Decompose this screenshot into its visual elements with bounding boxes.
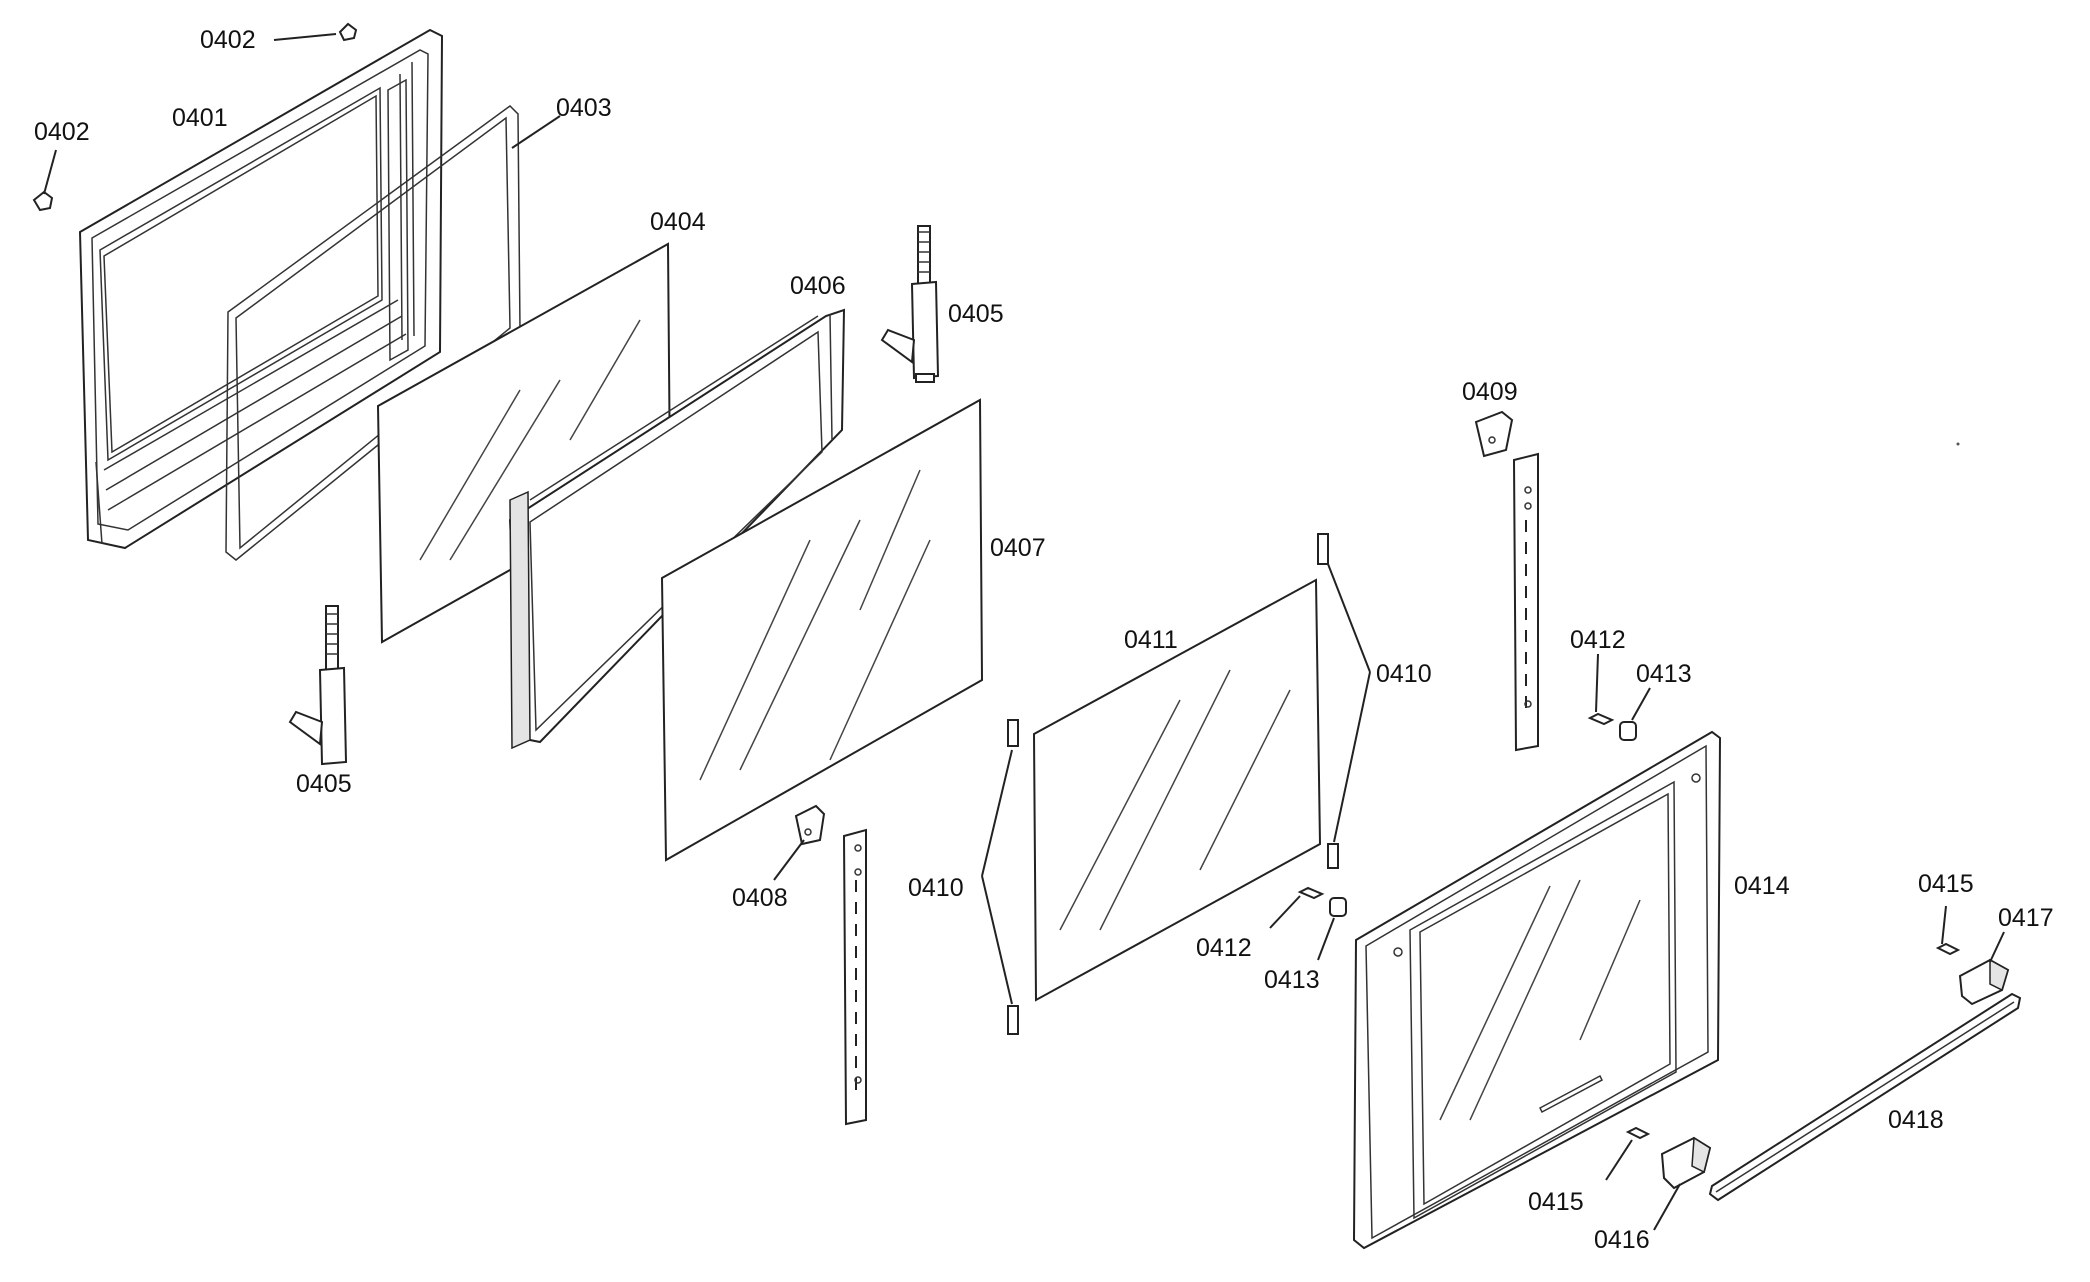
part-spacer-lower (1329, 897, 1347, 917)
part-glass-pane-outer (1032, 578, 1322, 1002)
label-0416: 0416 (1594, 1226, 1650, 1254)
label-0410-left: 0410 (908, 874, 964, 902)
part-clip-top (338, 22, 358, 42)
part-spacer-upper (1619, 721, 1637, 741)
part-outer-door-panel (1352, 730, 1722, 1250)
label-0403: 0403 (556, 94, 612, 122)
part-door-handle-bar (1708, 992, 2022, 1202)
label-0405-upper: 0405 (948, 300, 1004, 328)
part-side-rail-left (842, 828, 867, 1126)
part-clip-lower-right (1327, 843, 1339, 869)
part-hinge-upper (880, 225, 940, 383)
label-0411: 0411 (1124, 626, 1178, 654)
part-side-rail-right (1512, 452, 1539, 752)
label-0409: 0409 (1462, 378, 1518, 406)
label-0408: 0408 (732, 884, 788, 912)
part-inner-door-frame (78, 28, 444, 550)
stray-dot (1956, 442, 1960, 446)
label-0407: 0407 (990, 534, 1046, 562)
part-glass-pane-middle (660, 398, 984, 862)
part-clip-lower-left (1007, 1005, 1019, 1035)
part-handle-screw-left (1625, 1126, 1651, 1140)
part-screw-upper (1587, 712, 1615, 726)
label-0406: 0406 (790, 272, 846, 300)
part-handle-screw-right (1935, 942, 1961, 956)
label-0402-left: 0402 (34, 118, 90, 146)
label-0412-lower: 0412 (1196, 934, 1252, 962)
part-screw-lower (1297, 886, 1325, 900)
label-0418: 0418 (1888, 1106, 1944, 1134)
label-0414: 0414 (1734, 872, 1790, 900)
label-0415-right: 0415 (1918, 870, 1974, 898)
part-handle-endcap-right (1958, 958, 2010, 1006)
part-clip-upper-left (1007, 719, 1019, 747)
label-0415-left: 0415 (1528, 1188, 1584, 1216)
label-0401: 0401 (172, 104, 228, 132)
label-0417: 0417 (1998, 904, 2054, 932)
part-clip-left (32, 190, 54, 212)
part-hinge-lower (288, 605, 348, 766)
part-clip-upper-right (1317, 533, 1329, 565)
label-0404: 0404 (650, 208, 706, 236)
label-0405-lower: 0405 (296, 770, 352, 798)
label-0413-lower: 0413 (1264, 966, 1320, 994)
label-0412-upper: 0412 (1570, 626, 1626, 654)
label-0410-right: 0410 (1376, 660, 1432, 688)
part-bracket-lower (794, 804, 826, 846)
label-0402-top: 0402 (200, 26, 256, 54)
part-bracket-upper (1474, 410, 1514, 458)
label-0413-upper: 0413 (1636, 660, 1692, 688)
part-handle-endcap-left (1660, 1136, 1712, 1190)
part-glass-retainer-frame (508, 308, 846, 750)
